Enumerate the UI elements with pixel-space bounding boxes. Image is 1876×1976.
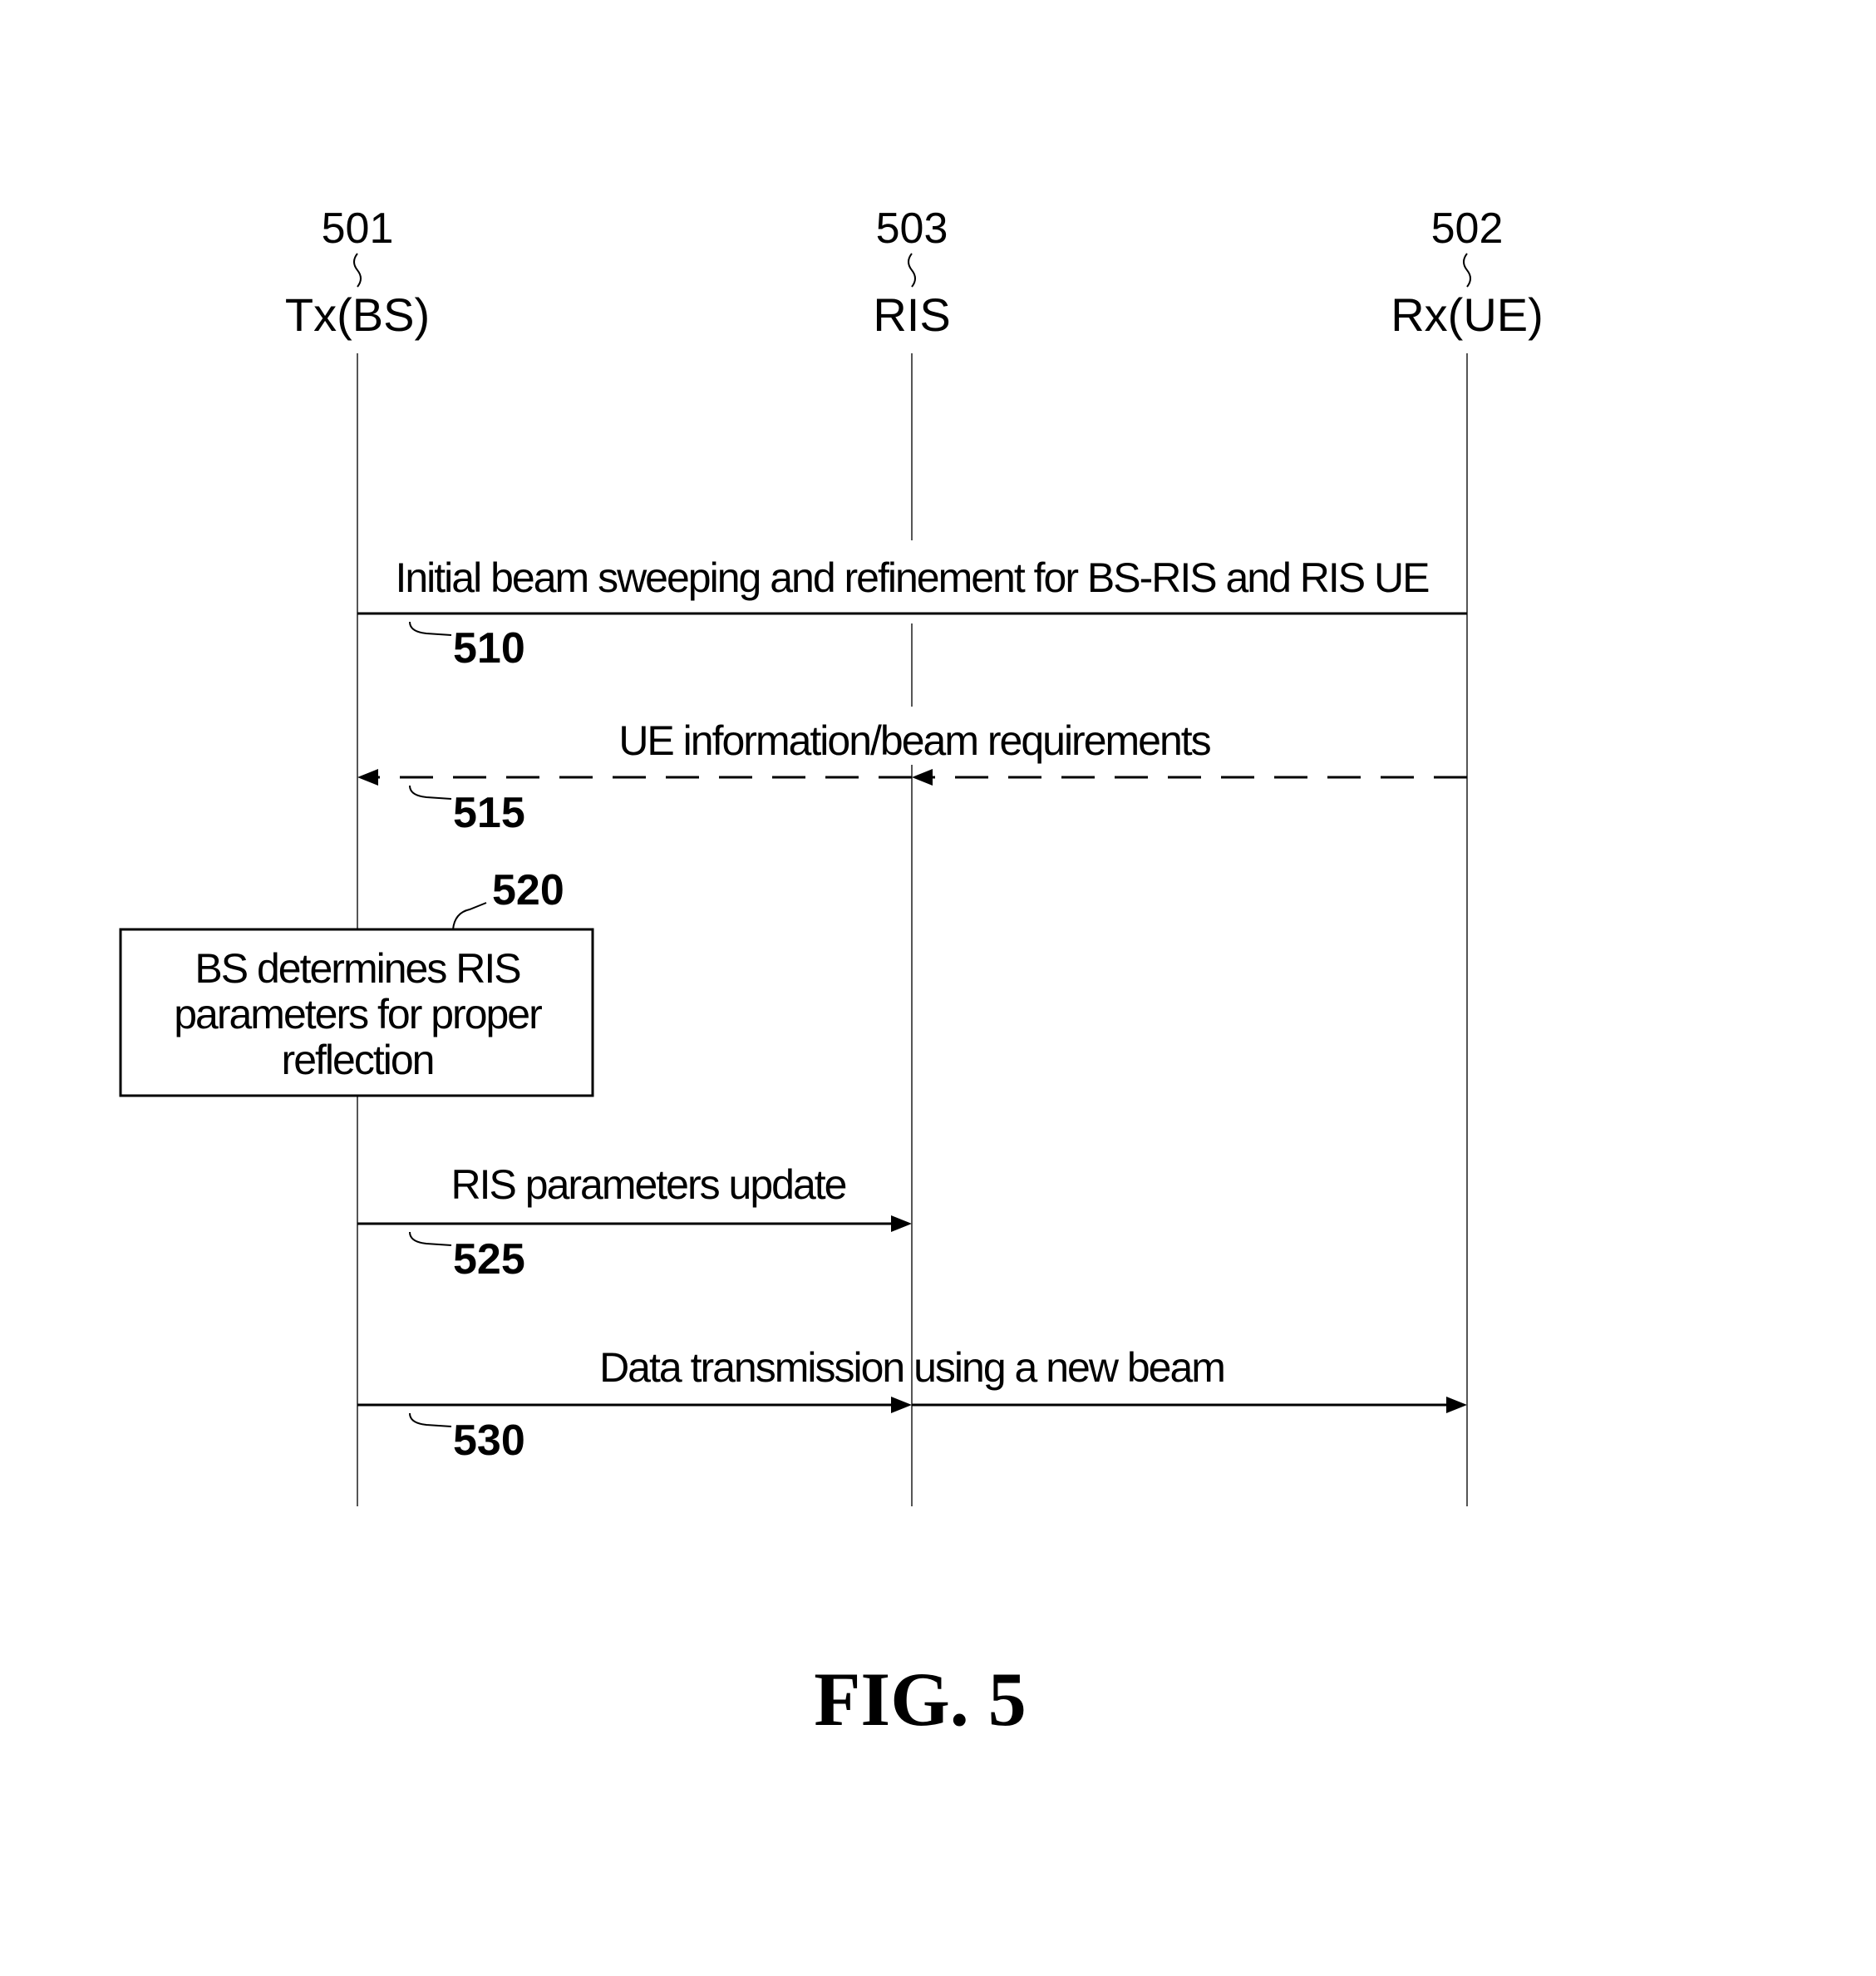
figure-label: FIG. 5 [814, 1657, 1027, 1742]
participant-label-tx-bs: Tx(BS) [285, 288, 430, 341]
leader-squiggle-502 [1463, 253, 1471, 288]
step-number-515: 515 [453, 789, 525, 837]
participant-ref-rx-ue: 502 [1431, 204, 1504, 253]
participant-label-rx-ue: Rx(UE) [1391, 288, 1544, 341]
process-box-line-3: reflection [282, 1037, 434, 1083]
participant-ref-ris: 503 [876, 204, 948, 253]
step-number-525: 525 [453, 1235, 525, 1284]
step-leader-510 [409, 621, 452, 636]
message-text-530: Data transmission using a new beam [599, 1344, 1224, 1391]
process-box-520 [119, 928, 594, 1097]
arrowhead-515-at-ris [912, 769, 933, 786]
message-text-525: RIS parameters update [451, 1161, 846, 1208]
step-leader-530 [409, 1412, 452, 1427]
participant-label-ris: RIS [873, 288, 950, 341]
arrowhead-530-at-ue [1446, 1397, 1467, 1413]
step-number-510: 510 [453, 624, 525, 673]
step-number-530: 530 [453, 1417, 525, 1465]
label-mask-515 [864, 707, 964, 765]
process-box-line-1: BS determines RIS [194, 945, 520, 992]
arrowhead-525-at-ris [891, 1215, 912, 1232]
leader-squiggle-501 [353, 253, 362, 288]
message-text-510: Initial beam sweeping and refinement for… [395, 554, 1429, 601]
step-leader-525 [409, 1231, 452, 1246]
participant-ref-tx-bs: 501 [322, 204, 394, 253]
label-mask-510 [864, 540, 964, 623]
leader-squiggle-503 [908, 253, 916, 288]
process-box-line-2: parameters for proper [174, 991, 542, 1037]
message-text-515: UE information/beam requirements [618, 717, 1210, 764]
arrowhead-515-at-bs [357, 769, 378, 786]
step-leader-515 [409, 785, 452, 800]
step-leader-520 [452, 902, 487, 930]
arrowhead-530-at-ris [891, 1397, 912, 1413]
step-number-520: 520 [492, 866, 564, 914]
